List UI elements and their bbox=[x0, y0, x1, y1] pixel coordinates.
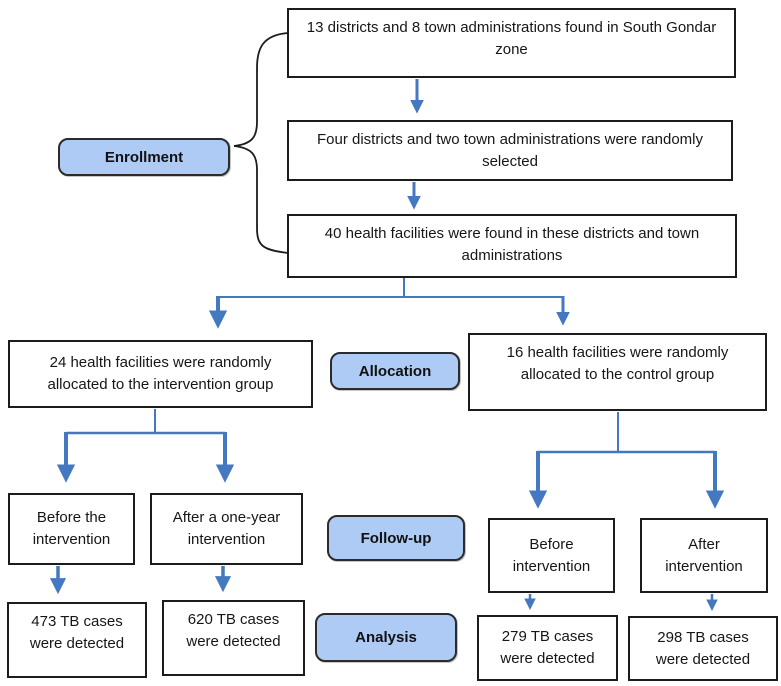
node-ctrl-after-text: After intervention bbox=[665, 535, 743, 575]
node-ctrl-before: Before intervention bbox=[488, 518, 615, 593]
node-int-before-cases-text: 473 TB cases were detected bbox=[29, 613, 125, 652]
stage-allocation: Allocation bbox=[330, 352, 460, 390]
node-int-before-cases: 473 TB cases were detected bbox=[7, 602, 147, 678]
node-int-before: Before the intervention bbox=[8, 493, 135, 565]
node-ctrl-before-cases: 279 TB cases were detected bbox=[477, 615, 618, 681]
node-health-facilities-found-text: 40 health facilities were found in these… bbox=[324, 225, 700, 264]
node-control-group: 16 health facilities were randomly alloc… bbox=[468, 333, 767, 411]
stage-analysis: Analysis bbox=[315, 613, 457, 662]
node-ctrl-after: After intervention bbox=[640, 518, 768, 593]
node-randomly-selected-text: Four districts and two town administrati… bbox=[317, 130, 703, 170]
node-ctrl-after-cases-text: 298 TB cases were detected bbox=[655, 628, 751, 668]
node-int-after-text: After a one-year intervention bbox=[172, 509, 281, 548]
node-randomly-selected: Four districts and two town administrati… bbox=[287, 120, 733, 181]
node-int-after: After a one-year intervention bbox=[150, 493, 303, 565]
stage-enrollment-label: Enrollment bbox=[104, 148, 184, 166]
stage-followup-label: Follow-up bbox=[360, 529, 432, 547]
stage-allocation-label: Allocation bbox=[358, 362, 432, 380]
node-control-group-text: 16 health facilities were randomly alloc… bbox=[506, 344, 729, 383]
stage-analysis-label: Analysis bbox=[355, 629, 417, 646]
enrollment-brace bbox=[233, 32, 289, 254]
node-int-after-cases: 620 TB cases were detected bbox=[162, 600, 305, 676]
node-intervention-group: 24 health facilities were randomly alloc… bbox=[8, 340, 313, 408]
node-districts-found: 13 districts and 8 town administrations … bbox=[287, 8, 736, 78]
node-intervention-group-text: 24 health facilities were randomly alloc… bbox=[47, 354, 274, 393]
node-ctrl-before-text: Before intervention bbox=[512, 535, 591, 575]
node-health-facilities-found: 40 health facilities were found in these… bbox=[287, 214, 737, 278]
node-ctrl-before-cases-text: 279 TB cases were detected bbox=[500, 628, 595, 667]
stage-enrollment: Enrollment bbox=[58, 138, 230, 176]
stage-followup: Follow-up bbox=[327, 515, 465, 561]
node-int-after-cases-text: 620 TB cases were detected bbox=[186, 611, 281, 650]
node-districts-found-text: 13 districts and 8 town administrations … bbox=[306, 19, 717, 58]
node-int-before-text: Before the intervention bbox=[32, 509, 111, 548]
node-ctrl-after-cases: 298 TB cases were detected bbox=[628, 616, 778, 681]
